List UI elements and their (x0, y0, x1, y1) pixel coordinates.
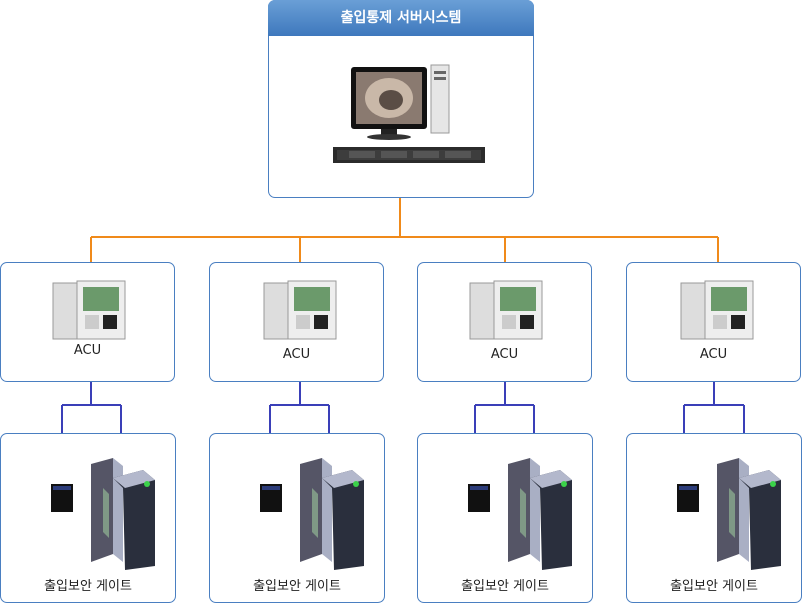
acu-label: ACU (282, 347, 311, 362)
acu-node: ACU (626, 262, 801, 382)
acu-node: ACU (0, 262, 175, 382)
speed-gate-icon (468, 458, 572, 570)
security-gate-node: 출입보안 게이트 (209, 433, 385, 603)
speed-gate-icon (260, 458, 364, 570)
gate-label: 출입보안 게이트 (44, 579, 132, 594)
server-monitor-icon (333, 64, 485, 163)
acu-node: ACU (209, 262, 384, 382)
gate-label: 출입보안 게이트 (670, 579, 758, 594)
security-gate-node: 출입보안 게이트 (417, 433, 593, 603)
security-gate-node: 출입보안 게이트 (0, 433, 176, 603)
acu-node: ACU (417, 262, 592, 382)
gate-label: 출입보안 게이트 (461, 579, 549, 594)
acu-panel-icon (52, 280, 126, 340)
speed-gate-icon (677, 458, 781, 570)
acu-label: ACU (73, 343, 102, 358)
server-title: 출입통제 서버시스템 (268, 0, 534, 36)
security-gate-node: 출입보안 게이트 (626, 433, 802, 603)
acu-label: ACU (490, 347, 519, 362)
acu-panel-icon (680, 280, 754, 340)
acu-panel-icon (469, 280, 543, 340)
server-system-node: 출입통제 서버시스템 (268, 0, 534, 198)
gate-label: 출입보안 게이트 (253, 579, 341, 594)
acu-panel-icon (263, 280, 337, 340)
speed-gate-icon (51, 458, 155, 570)
acu-label: ACU (699, 347, 728, 362)
